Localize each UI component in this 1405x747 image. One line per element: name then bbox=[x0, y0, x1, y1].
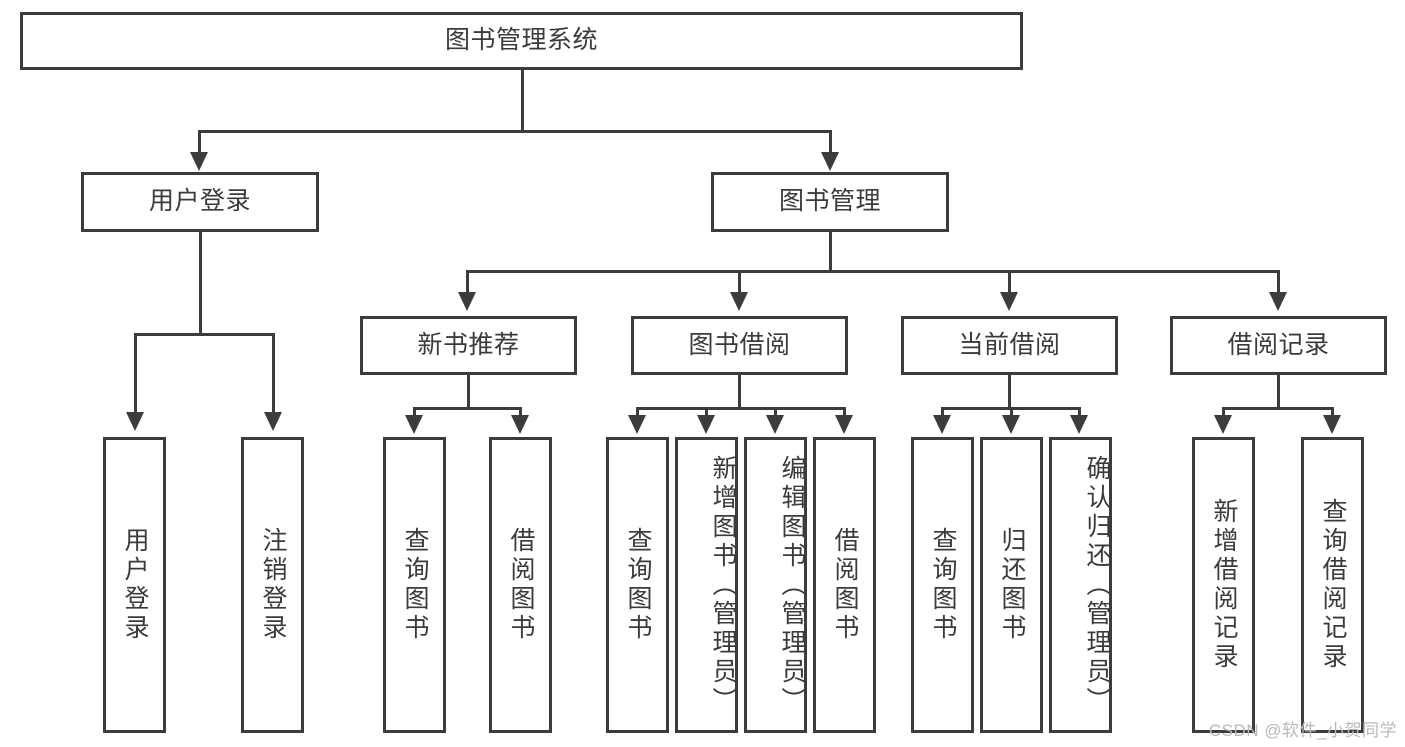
node-label: 查询借阅记录 bbox=[1319, 498, 1347, 672]
arrow-to-leaf-add-book bbox=[697, 415, 715, 434]
edge-bm-drop-1 bbox=[466, 270, 469, 295]
node-leaf-confirm-return[interactable]: 确认归还（管理员） bbox=[1049, 437, 1112, 733]
arrow-to-leaf-add-record bbox=[1214, 415, 1232, 434]
edge-root-stem bbox=[521, 70, 524, 132]
node-leaf-user-login[interactable]: 用户登录 bbox=[103, 437, 166, 733]
edge-nbr-stem bbox=[467, 375, 470, 410]
edge-br-drop-2 bbox=[1331, 407, 1334, 419]
arrow-to-leaf-user-logout bbox=[264, 412, 282, 431]
edge-user-login-drop-1 bbox=[134, 333, 137, 415]
edge-bm-drop-4 bbox=[1277, 270, 1280, 295]
edge-bb-stem bbox=[738, 375, 741, 410]
arrow-to-current-borrow bbox=[1000, 292, 1018, 311]
node-label: 查询图书 bbox=[401, 527, 429, 643]
edge-nbr-drop-1 bbox=[413, 407, 416, 419]
edge-book-manage-bus bbox=[466, 270, 1280, 273]
edge-bb-drop-4 bbox=[843, 407, 846, 419]
arrow-to-borrow-record bbox=[1269, 292, 1287, 311]
node-leaf-query-book-3[interactable]: 查询图书 bbox=[911, 437, 974, 733]
edge-bb-bus bbox=[636, 407, 846, 410]
edge-user-login-drop-2 bbox=[272, 333, 275, 415]
edge-user-login-stem bbox=[199, 232, 202, 336]
node-label: 新增图书（管理员） bbox=[709, 454, 737, 716]
arrow-to-leaf-return-book bbox=[1002, 415, 1020, 434]
node-current-borrow[interactable]: 当前借阅 bbox=[901, 316, 1118, 375]
edge-bb-drop-1 bbox=[636, 407, 639, 419]
node-leaf-user-logout[interactable]: 注销登录 bbox=[241, 437, 304, 733]
node-borrow-record[interactable]: 借阅记录 bbox=[1170, 316, 1387, 375]
node-label: 新书推荐 bbox=[417, 330, 520, 359]
node-label: 图书管理系统 bbox=[444, 26, 598, 55]
arrow-to-leaf-borrow-book-2 bbox=[835, 415, 853, 434]
edge-user-login-bus bbox=[134, 333, 274, 336]
edge-root-to-book-manage bbox=[829, 130, 832, 154]
node-label: 归还图书 bbox=[998, 527, 1026, 643]
node-label: 图书借阅 bbox=[688, 330, 791, 359]
arrow-to-new-book-recommend bbox=[458, 292, 476, 311]
edge-cb-drop-2 bbox=[1010, 407, 1013, 419]
node-user-login[interactable]: 用户登录 bbox=[81, 172, 319, 232]
edge-nbr-drop-2 bbox=[519, 407, 522, 419]
node-leaf-return-book[interactable]: 归还图书 bbox=[980, 437, 1043, 733]
node-leaf-query-book-1[interactable]: 查询图书 bbox=[383, 437, 446, 733]
node-leaf-edit-book[interactable]: 编辑图书（管理员） bbox=[744, 437, 807, 733]
edge-br-bus bbox=[1222, 407, 1334, 410]
arrow-to-leaf-query-book-2 bbox=[628, 415, 646, 434]
node-leaf-query-record[interactable]: 查询借阅记录 bbox=[1301, 437, 1364, 733]
edge-bb-drop-3 bbox=[774, 407, 777, 419]
edge-book-manage-stem bbox=[829, 232, 832, 273]
arrow-to-leaf-query-record bbox=[1323, 415, 1341, 434]
arrow-to-leaf-query-book-3 bbox=[933, 415, 951, 434]
node-book-borrow[interactable]: 图书借阅 bbox=[631, 316, 848, 375]
node-book-manage[interactable]: 图书管理 bbox=[711, 172, 949, 232]
edge-nbr-bus bbox=[413, 407, 522, 410]
arrow-to-leaf-confirm-return bbox=[1070, 415, 1088, 434]
node-label: 用户登录 bbox=[148, 187, 251, 216]
node-label: 借阅记录 bbox=[1227, 330, 1330, 359]
node-label: 查询图书 bbox=[624, 527, 652, 643]
edge-bb-drop-2 bbox=[705, 407, 708, 419]
edge-bm-drop-3 bbox=[1008, 270, 1011, 295]
arrow-to-leaf-borrow-book-1 bbox=[511, 415, 529, 434]
node-label: 图书管理 bbox=[778, 187, 881, 216]
node-label: 当前借阅 bbox=[958, 330, 1061, 359]
arrow-to-book-borrow bbox=[730, 292, 748, 311]
edge-root-to-user-login bbox=[198, 130, 201, 154]
node-label: 用户登录 bbox=[121, 527, 149, 643]
edge-cb-stem bbox=[1008, 375, 1011, 410]
node-leaf-add-record[interactable]: 新增借阅记录 bbox=[1192, 437, 1255, 733]
node-label: 借阅图书 bbox=[507, 527, 535, 643]
node-leaf-borrow-book-2[interactable]: 借阅图书 bbox=[813, 437, 876, 733]
arrow-to-leaf-edit-book bbox=[766, 415, 784, 434]
edge-cb-drop-1 bbox=[941, 407, 944, 419]
node-leaf-query-book-2[interactable]: 查询图书 bbox=[606, 437, 669, 733]
node-leaf-borrow-book-1[interactable]: 借阅图书 bbox=[489, 437, 552, 733]
arrow-to-leaf-query-book-1 bbox=[405, 415, 423, 434]
node-new-book-recommend[interactable]: 新书推荐 bbox=[360, 316, 577, 375]
node-label: 查询图书 bbox=[929, 527, 957, 643]
node-label: 编辑图书（管理员） bbox=[778, 454, 806, 716]
node-label: 注销登录 bbox=[259, 527, 287, 643]
edge-root-bus bbox=[198, 130, 832, 133]
arrow-to-leaf-user-login bbox=[126, 412, 144, 431]
edge-bm-drop-2 bbox=[738, 270, 741, 295]
arrow-to-book-manage bbox=[821, 152, 839, 171]
node-label: 借阅图书 bbox=[831, 527, 859, 643]
edge-cb-drop-3 bbox=[1078, 407, 1081, 419]
node-root-system[interactable]: 图书管理系统 bbox=[20, 12, 1023, 70]
node-label: 确认归还（管理员） bbox=[1083, 454, 1111, 716]
node-leaf-add-book[interactable]: 新增图书（管理员） bbox=[675, 437, 738, 733]
arrow-to-user-login bbox=[190, 152, 208, 171]
edge-br-drop-1 bbox=[1222, 407, 1225, 419]
edge-br-stem bbox=[1277, 375, 1280, 410]
node-label: 新增借阅记录 bbox=[1210, 498, 1238, 672]
